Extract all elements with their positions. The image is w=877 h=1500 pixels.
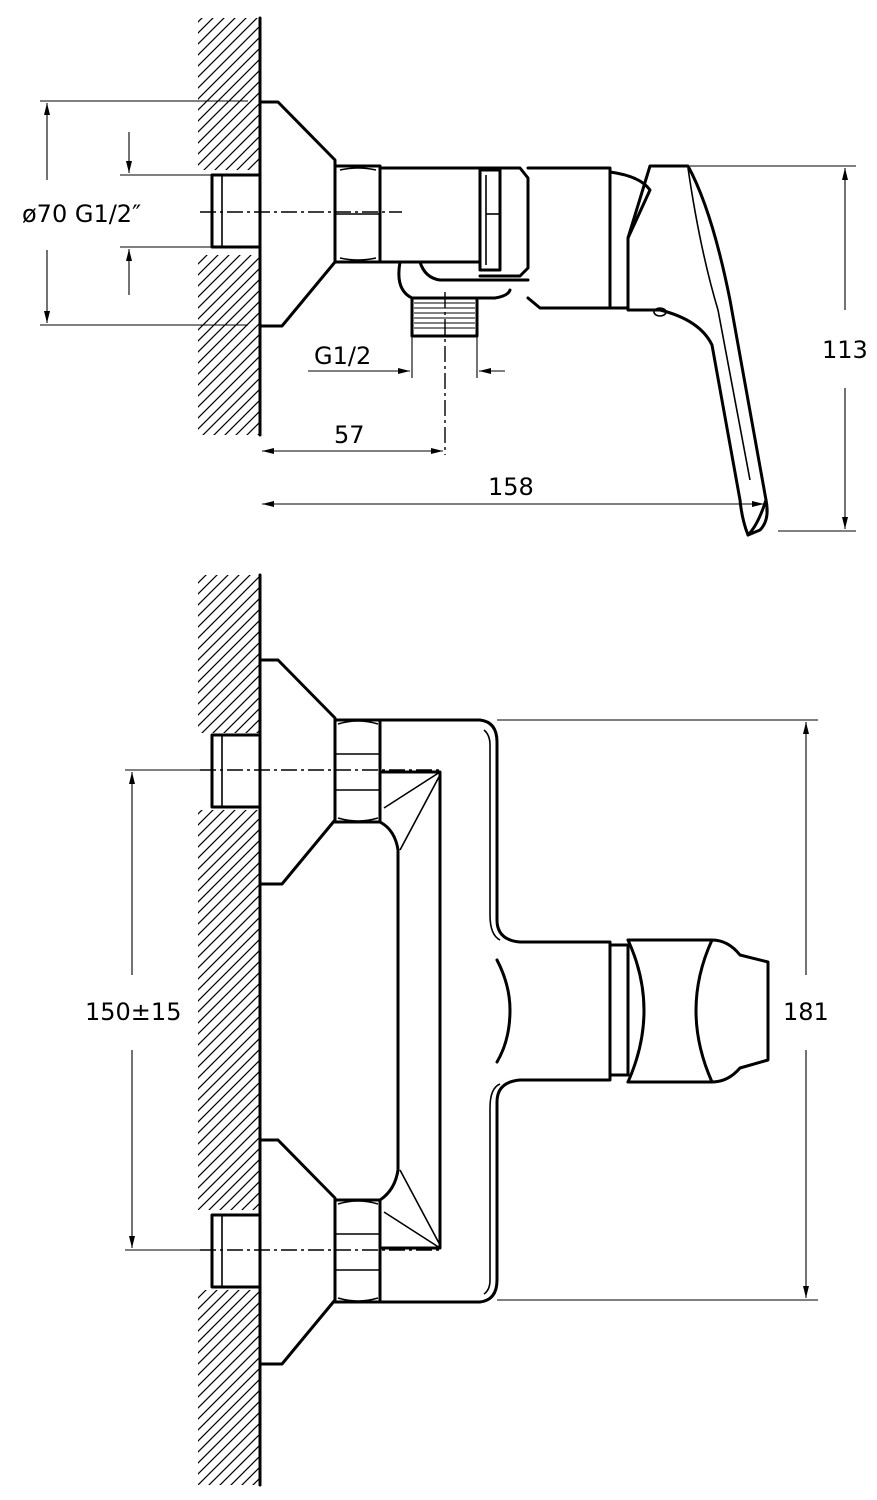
dim-height-top: [690, 165, 856, 532]
dim-depth: [262, 501, 767, 512]
escutcheon-top: [258, 100, 337, 328]
dimension-labels: ø70 G1/2″ G1/2 57 158 113 150±15 181: [22, 200, 868, 1026]
hex-nut-top: [333, 164, 382, 264]
hex-nut-lower: [333, 1198, 382, 1304]
inlet-pipe-upper: [210, 733, 262, 809]
inner-channel: [378, 770, 442, 1250]
inlet-pipe-lower: [210, 1213, 262, 1289]
dim-height-bottom: [497, 719, 818, 1301]
inlet-pipe-top: [210, 173, 262, 249]
dim-center-distance: [125, 769, 200, 1251]
side-view: [40, 16, 856, 537]
wall-hatch-bottom: [198, 573, 262, 1487]
dim-inlet-thread: [120, 132, 212, 295]
wall-hatch-top: [198, 16, 262, 437]
dim-outlet-thread: [308, 336, 505, 378]
mixer-housing-front: [378, 718, 630, 1304]
label-outlet-offset: 57: [334, 421, 365, 449]
lever-handle: [608, 164, 769, 537]
escutcheon-upper: [258, 658, 337, 886]
label-center-distance: 150±15: [85, 998, 181, 1026]
mixer-body-top: [378, 166, 612, 310]
front-view: [125, 573, 818, 1487]
label-height-bottom: 181: [783, 998, 829, 1026]
outlet-top: [397, 260, 530, 338]
control-knob: [626, 938, 770, 1084]
escutcheon-lower: [258, 1138, 337, 1366]
label-height-top: 113: [822, 336, 868, 364]
label-diameter-thread: ø70 G1/2″: [22, 200, 141, 228]
hex-nut-upper: [333, 718, 382, 824]
label-depth: 158: [488, 473, 534, 501]
label-outlet-thread: G1/2: [314, 342, 371, 370]
dim-diameter: [40, 100, 248, 326]
